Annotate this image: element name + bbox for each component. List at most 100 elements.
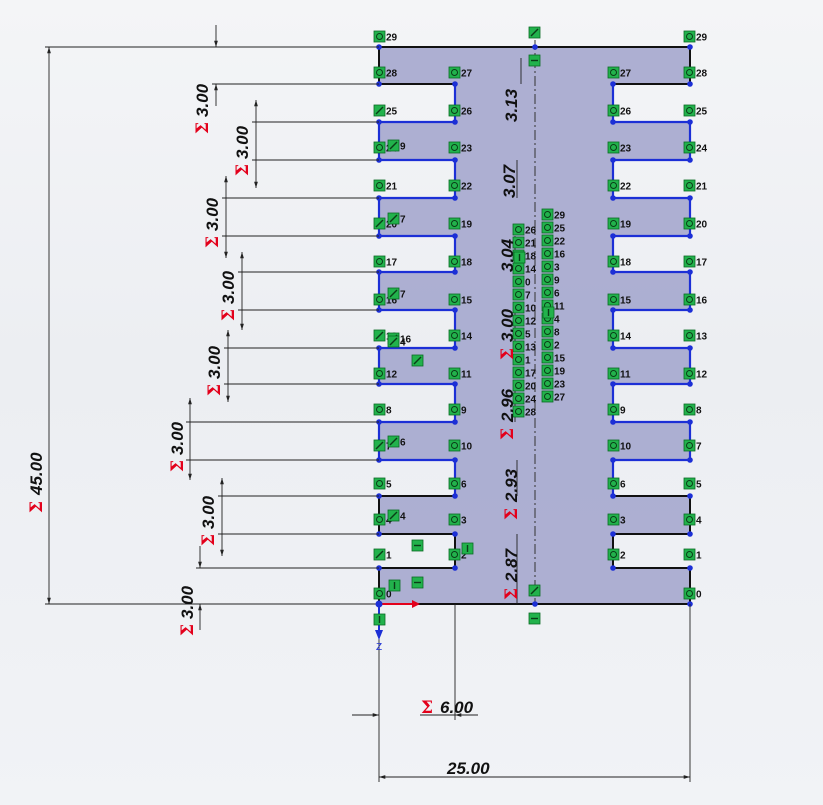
relation-marker[interactable]: 14 bbox=[448, 329, 473, 343]
sketch-point[interactable] bbox=[452, 345, 458, 351]
sketch-vertices[interactable] bbox=[376, 44, 693, 607]
relation-marker[interactable]: 29 bbox=[373, 30, 398, 44]
relation-marker[interactable]: 9 bbox=[387, 139, 406, 153]
slot-gap-dim[interactable]: Σ3.00 bbox=[205, 345, 225, 396]
relation-marker[interactable]: 21 bbox=[373, 179, 398, 193]
relation-marker[interactable] bbox=[373, 613, 386, 626]
relation-marker[interactable]: 7 bbox=[683, 439, 702, 453]
relation-marker[interactable]: 15 bbox=[607, 293, 632, 307]
relation-marker[interactable]: 7 bbox=[387, 212, 406, 226]
relation-marker[interactable] bbox=[513, 251, 526, 264]
sketch-point[interactable] bbox=[452, 119, 458, 125]
relation-marker[interactable]: 2 bbox=[607, 548, 626, 562]
relation-marker[interactable] bbox=[542, 306, 555, 319]
sketch-point[interactable] bbox=[610, 493, 616, 499]
sketch-point[interactable] bbox=[452, 269, 458, 275]
relation-marker[interactable]: 12 bbox=[373, 367, 398, 381]
relation-marker[interactable]: 20 bbox=[373, 217, 398, 231]
sketch-point[interactable] bbox=[610, 157, 616, 163]
sketch-point[interactable] bbox=[452, 381, 458, 387]
relation-marker[interactable]: 14 bbox=[607, 329, 632, 343]
stem-width-dim[interactable]: Σ3.00 bbox=[498, 308, 518, 360]
relation-marker[interactable]: 12 bbox=[512, 314, 537, 328]
sketch-point[interactable] bbox=[687, 381, 693, 387]
relation-marker[interactable]: 22 bbox=[541, 234, 566, 248]
dim-overall-width[interactable]: 25.00 bbox=[446, 759, 490, 778]
relation-marker[interactable]: 2 bbox=[448, 548, 467, 562]
relation-marker[interactable]: 26 bbox=[512, 223, 537, 237]
relation-marker[interactable]: 16 bbox=[541, 247, 566, 261]
sketch-point[interactable] bbox=[452, 565, 458, 571]
relation-marker[interactable]: 6 bbox=[607, 477, 626, 491]
relation-marker[interactable]: 6 bbox=[387, 435, 406, 449]
sketch-point[interactable] bbox=[610, 269, 616, 275]
relation-marker[interactable]: 24 bbox=[683, 141, 708, 155]
relation-marker[interactable]: 9 bbox=[541, 273, 560, 287]
relation-marker[interactable]: 3 bbox=[448, 513, 467, 527]
sketch-point[interactable] bbox=[610, 233, 616, 239]
relation-marker[interactable]: 17 bbox=[683, 255, 708, 269]
relation-marker[interactable]: 10 bbox=[448, 439, 473, 453]
relation-marker[interactable] bbox=[411, 539, 424, 552]
relation-marker[interactable]: 24 bbox=[512, 392, 537, 406]
slot-gap-dim[interactable]: Σ3.00 bbox=[178, 585, 198, 636]
sketch-point[interactable] bbox=[610, 307, 616, 313]
slot-gap-dim[interactable]: Σ3.00 bbox=[168, 421, 188, 472]
sketch-point[interactable] bbox=[610, 419, 616, 425]
relation-marker[interactable]: 4 bbox=[387, 509, 406, 523]
relation-marker[interactable]: 7 bbox=[512, 288, 531, 302]
relation-marker[interactable]: 13 bbox=[683, 329, 708, 343]
relation-marker[interactable]: 25 bbox=[683, 104, 708, 118]
relation-marker[interactable]: 27 bbox=[607, 66, 632, 80]
dim-stem-offset[interactable]: Σ 6.00 bbox=[421, 698, 474, 718]
sketch-point[interactable] bbox=[452, 493, 458, 499]
relation-marker[interactable]: 20 bbox=[683, 217, 708, 231]
relation-marker[interactable]: 22 bbox=[448, 179, 473, 193]
sketch-point[interactable] bbox=[452, 307, 458, 313]
sketch-point[interactable] bbox=[687, 233, 693, 239]
relation-marker[interactable]: 9 bbox=[448, 403, 467, 417]
sketch-point[interactable] bbox=[610, 119, 616, 125]
sketch-point[interactable] bbox=[610, 195, 616, 201]
relation-marker[interactable]: 6 bbox=[541, 286, 560, 300]
sketch-point[interactable] bbox=[687, 419, 693, 425]
relation-marker[interactable] bbox=[528, 54, 541, 67]
sketch-point[interactable] bbox=[610, 345, 616, 351]
relation-marker[interactable]: 19 bbox=[448, 217, 473, 231]
relation-marker[interactable]: 23 bbox=[541, 377, 566, 391]
relation-marker[interactable]: 28 bbox=[512, 405, 537, 419]
relation-marker[interactable] bbox=[388, 579, 401, 592]
stem-width-dim[interactable]: Σ2.96 bbox=[498, 388, 518, 440]
sketch-point[interactable] bbox=[687, 345, 693, 351]
sketch-point[interactable] bbox=[532, 601, 538, 607]
stem-width-dim[interactable]: 3.04 bbox=[498, 238, 517, 272]
sketch-point[interactable] bbox=[452, 419, 458, 425]
relation-marker[interactable]: 0 bbox=[512, 275, 531, 289]
relation-marker[interactable] bbox=[528, 584, 541, 597]
sketch-point[interactable] bbox=[687, 493, 693, 499]
relation-marker[interactable]: 19 bbox=[607, 217, 632, 231]
slot-gap-dim[interactable]: Σ3.00 bbox=[193, 83, 213, 134]
stem-width-dim[interactable]: 3.13 bbox=[502, 88, 521, 122]
relation-marker[interactable]: 26 bbox=[607, 104, 632, 118]
relation-marker[interactable]: 5 bbox=[512, 327, 531, 341]
relation-marker[interactable]: 21 bbox=[512, 236, 537, 250]
sketch-point[interactable] bbox=[610, 81, 616, 87]
sketch-point[interactable] bbox=[610, 565, 616, 571]
relation-marker[interactable]: 8 bbox=[373, 403, 392, 417]
sketch-point[interactable] bbox=[452, 157, 458, 163]
sketch-point[interactable] bbox=[687, 269, 693, 275]
slot-gap-dim[interactable]: Σ3.00 bbox=[219, 270, 239, 321]
sketch-point[interactable] bbox=[452, 233, 458, 239]
relation-marker[interactable]: 21 bbox=[683, 179, 708, 193]
sketch-point[interactable] bbox=[687, 44, 693, 50]
relation-marker[interactable]: 6 bbox=[448, 477, 467, 491]
sketch-point[interactable] bbox=[687, 157, 693, 163]
sketch-point[interactable] bbox=[687, 81, 693, 87]
relation-marker[interactable]: 8 bbox=[541, 325, 560, 339]
relation-marker[interactable]: 29 bbox=[683, 30, 708, 44]
relation-marker[interactable]: 1 bbox=[683, 548, 702, 562]
relation-marker[interactable]: 17 bbox=[373, 255, 398, 269]
sketch-point[interactable] bbox=[452, 81, 458, 87]
